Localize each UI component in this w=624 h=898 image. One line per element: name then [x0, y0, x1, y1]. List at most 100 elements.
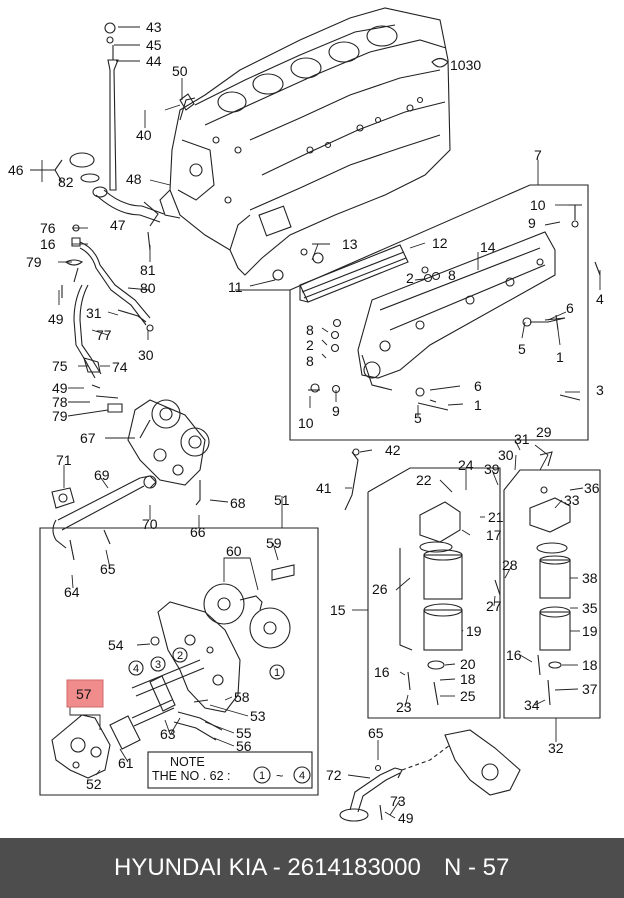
oil-line-41-drawing [344, 448, 360, 511]
callout-31a: 31 [86, 305, 102, 321]
callout-29: 29 [536, 424, 552, 440]
callout-66: 66 [190, 524, 206, 540]
suction-pipe-drawing [51, 475, 157, 561]
callout-56: 56 [236, 738, 252, 754]
callout-63a: 63 [160, 726, 176, 742]
callout-16b: 16 [374, 664, 390, 680]
oil-cooler-group [235, 184, 601, 441]
callout-32: 32 [548, 740, 564, 756]
callout-30b: 30 [498, 447, 514, 463]
callout-41: 41 [316, 480, 332, 496]
callout-77: 77 [96, 327, 112, 343]
callout-4: 4 [596, 291, 604, 307]
note-range-to: 4 [299, 770, 305, 782]
callout-16a: 16 [40, 236, 56, 252]
callout-55: 55 [236, 725, 252, 741]
callout-14: 14 [480, 239, 496, 255]
dipstick-drawing [104, 22, 119, 191]
callout-18b: 18 [582, 657, 598, 673]
callout-70: 70 [142, 516, 158, 532]
callout-23: 23 [396, 699, 412, 715]
circled-label-4: 4 [133, 663, 139, 675]
highlight-box-57 [66, 679, 104, 708]
callout-35: 35 [582, 600, 598, 616]
callout-49c: 49 [398, 810, 414, 826]
note-tilde: ~ [276, 769, 283, 783]
callout-42: 42 [385, 442, 401, 458]
callout-40: 40 [136, 127, 152, 143]
callout-6a: 6 [566, 300, 574, 316]
callout-11: 11 [228, 279, 243, 295]
callout-76: 76 [40, 220, 56, 236]
exploded-view-drawing: 43 45 44 50 1030 40 46 82 48 7 47 10 9 7… [8, 7, 604, 826]
callout-38: 38 [582, 570, 598, 586]
callout-34: 34 [524, 697, 540, 713]
callout-12: 12 [432, 235, 448, 251]
engine-block-drawing [159, 7, 451, 276]
callout-9b: 9 [332, 403, 340, 419]
circled-2 [172, 647, 188, 663]
callout-54: 54 [108, 637, 124, 653]
callout-5b: 5 [414, 410, 422, 426]
oil-filter-group-right [503, 451, 601, 719]
circled-label-1: 1 [274, 667, 280, 679]
callout-2a: 2 [406, 270, 414, 286]
callout-59: 59 [266, 535, 282, 551]
circled-label-3: 3 [155, 659, 161, 671]
callout-25: 25 [460, 688, 476, 704]
callout-49a: 49 [48, 311, 64, 327]
note-range-from: 1 [259, 770, 265, 782]
footer-page-ref: N - 57 [444, 854, 510, 881]
callout-1a: 1 [556, 349, 564, 365]
circled-1 [269, 664, 285, 680]
callout-72: 72 [326, 767, 342, 783]
note-box [147, 751, 313, 789]
callout-10b: 10 [298, 415, 314, 431]
callout-22: 22 [416, 472, 432, 488]
callout-49b: 49 [52, 380, 68, 396]
callout-10a: 10 [530, 197, 546, 213]
footer-part-number: HYUNDAI KIA - 2614183000 [114, 854, 421, 881]
callout-60: 60 [226, 543, 242, 559]
callout-51: 51 [274, 492, 290, 508]
oil-strainer-drawing [339, 729, 521, 822]
circled-4 [128, 660, 144, 676]
callout-31b: 31 [514, 431, 530, 447]
callout-65: 65 [100, 561, 116, 577]
callout-20: 20 [460, 656, 476, 672]
filler-cap-drawing [42, 152, 100, 183]
callout-69: 69 [94, 467, 110, 483]
oil-pump-exploded-group [39, 527, 319, 796]
oil-pump-assembly-drawing [127, 399, 210, 506]
callout-33: 33 [564, 492, 580, 508]
callout-13: 13 [342, 236, 358, 252]
callout-26: 26 [372, 581, 388, 597]
callout-46: 46 [8, 162, 24, 178]
callout-19a: 19 [466, 623, 482, 639]
callout-28: 28 [502, 557, 518, 573]
footer-bar: HYUNDAI KIA - 2614183000 N - 57 [0, 838, 624, 898]
callout-17: 17 [486, 527, 502, 543]
callout-80: 80 [140, 280, 156, 296]
callout-3: 3 [596, 382, 604, 398]
callout-52: 52 [86, 776, 102, 792]
callout-58: 58 [234, 689, 250, 705]
note-circle-4 [293, 766, 311, 784]
callout-71: 71 [56, 452, 72, 468]
callout-8a: 8 [448, 267, 456, 283]
callout-47: 47 [110, 217, 126, 233]
callout-18a: 18 [460, 671, 476, 687]
callout-8b: 8 [306, 322, 314, 338]
callout-24: 24 [458, 457, 474, 473]
callout-7: 7 [534, 147, 542, 163]
callout-15: 15 [330, 602, 346, 618]
breather-hose-drawing [92, 186, 165, 251]
callout-53: 53 [250, 708, 266, 724]
callout-50: 50 [172, 63, 188, 79]
callout-19b: 19 [582, 623, 598, 639]
callout-16c: 16 [506, 647, 522, 663]
callout-1030: 1030 [450, 57, 481, 73]
callout-9a: 9 [528, 215, 536, 231]
callout-81: 81 [140, 262, 156, 278]
